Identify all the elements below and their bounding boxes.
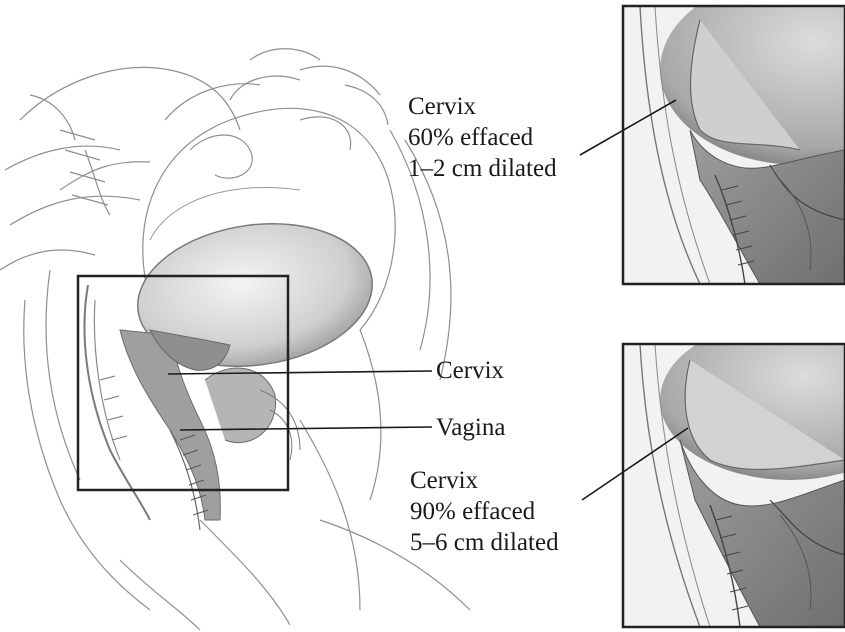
- top-label-line2: 60% effaced: [408, 122, 557, 153]
- cervix-90-effaced-label: Cervix 90% effaced 5–6 cm dilated: [410, 465, 559, 558]
- inset-top: [623, 0, 845, 284]
- cervix-leader-line: [168, 371, 432, 374]
- cervix-60-effaced-label: Cervix 60% effaced 1–2 cm dilated: [408, 91, 557, 184]
- bottom-label-line3: 5–6 cm dilated: [410, 527, 559, 558]
- bottom-label-line1: Cervix: [410, 465, 559, 496]
- vagina-label: Vagina: [436, 412, 505, 443]
- top-label-line1: Cervix: [408, 91, 557, 122]
- cervix-label: Cervix: [436, 355, 504, 386]
- bottom-label-line2: 90% effaced: [410, 496, 559, 527]
- top-label-line3: 1–2 cm dilated: [408, 153, 557, 184]
- inset-bottom: [623, 320, 845, 627]
